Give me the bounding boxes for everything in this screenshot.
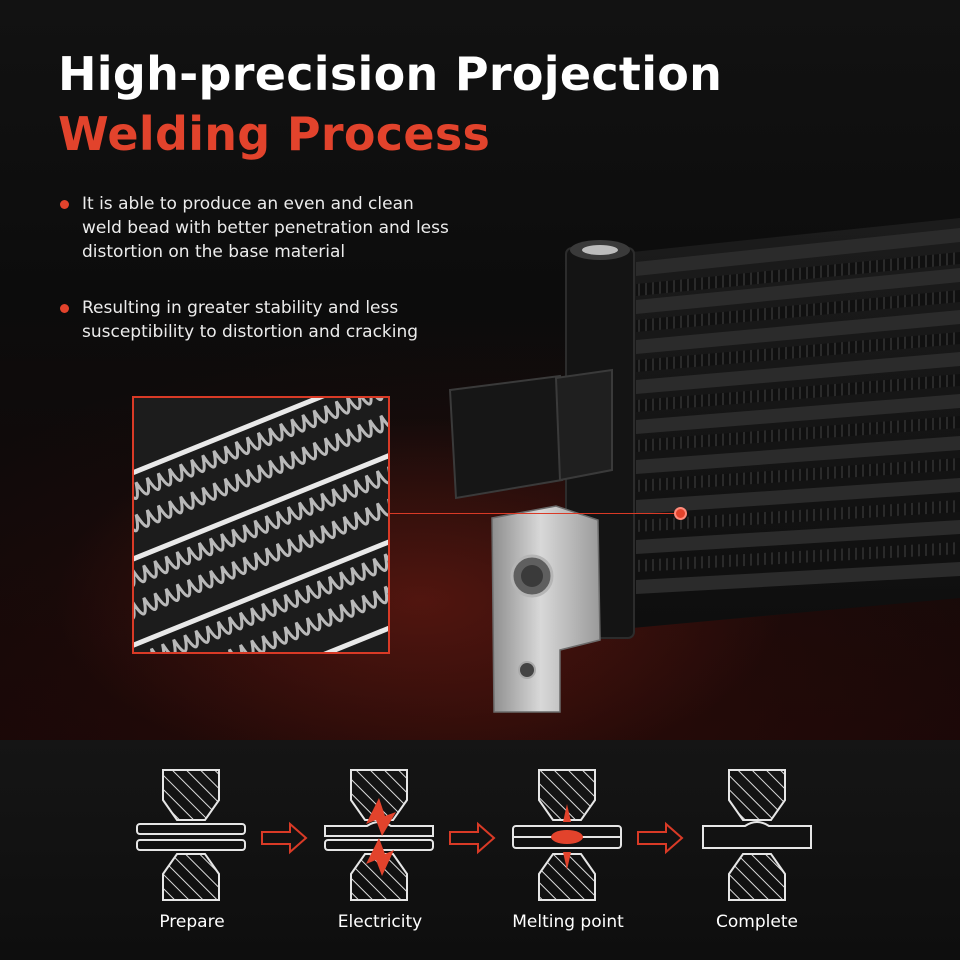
arrow-right-icon: [261, 821, 308, 855]
welding-process-diagram: [136, 769, 812, 901]
hero-section: High-precision Projection Welding Proces…: [0, 0, 960, 740]
step-label-electricity: Electricity: [337, 912, 423, 932]
feature-text: Resulting in greater stability and less …: [82, 298, 419, 342]
step-label-prepare: Prepare: [159, 912, 225, 932]
title-line-2: Welding Process: [58, 107, 491, 161]
bullet-dot-icon: [60, 304, 69, 313]
callout-line: [390, 513, 680, 514]
feature-text: It is able to produce an even and clean …: [82, 194, 449, 262]
fin-closeup-image: [132, 396, 390, 654]
feature-list: It is able to produce an even and clean …: [60, 192, 450, 376]
callout-dot-icon: [674, 507, 687, 520]
step-melting-point-diagram: [512, 769, 622, 901]
page-title: High-precision Projection Welding Proces…: [58, 44, 722, 164]
bullet-dot-icon: [60, 200, 69, 209]
title-line-1: High-precision Projection: [58, 47, 723, 101]
step-complete-diagram: [702, 769, 812, 901]
arrow-right-icon: [449, 821, 496, 855]
step-label-melting-point: Melting point: [512, 912, 624, 932]
transmission-cooler-image: [448, 218, 960, 713]
step-label-complete: Complete: [716, 912, 798, 932]
melting-point-icon: [551, 804, 583, 870]
step-prepare-diagram: [136, 769, 246, 901]
step-electricity-diagram: [324, 769, 434, 901]
electricity-spark-icon: [366, 798, 396, 876]
feature-item: It is able to produce an even and clean …: [60, 192, 450, 264]
arrow-right-icon: [637, 821, 684, 855]
feature-item: Resulting in greater stability and less …: [60, 296, 450, 344]
cooler-tubes: [636, 228, 960, 594]
